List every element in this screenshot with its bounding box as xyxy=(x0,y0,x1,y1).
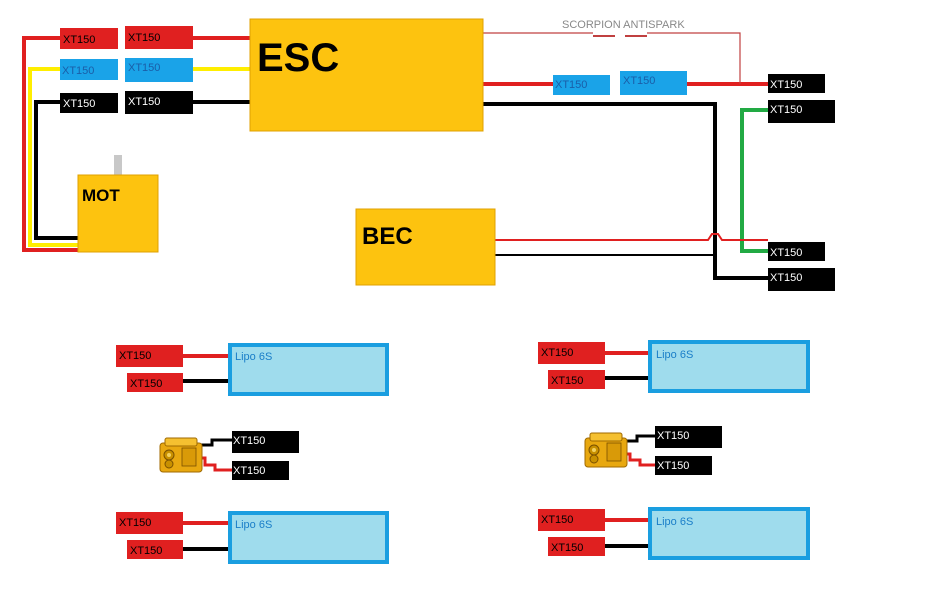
adapter-black-connector-2 xyxy=(232,461,289,480)
lipo-battery-bottom-left: Lipo 6S XT150 XT150 xyxy=(116,511,389,564)
connector-motor-red: XT150 xyxy=(60,28,118,49)
connector-label: XT150 xyxy=(770,104,802,116)
series-adapter-left: XT150 XT150 xyxy=(159,431,299,480)
connector-label: XT150 xyxy=(551,375,583,387)
battery-label: Lipo 6S xyxy=(235,519,272,531)
motor-red-wire xyxy=(22,36,78,252)
motor-yellow-wire xyxy=(28,67,78,247)
connector-esc-blue: XT150 xyxy=(125,58,193,82)
connector-right-2: XT150 xyxy=(768,100,835,123)
esc-label: ESC xyxy=(257,36,339,80)
adapter-black-connector-2 xyxy=(655,456,712,475)
xt150-plug-icon xyxy=(584,432,628,468)
connector-right-1: XT150 xyxy=(768,74,825,93)
connector-right-4: XT150 xyxy=(768,268,835,291)
connector-label: XT150 xyxy=(657,460,689,472)
connector-label: XT150 xyxy=(233,465,265,477)
connector-label: XT150 xyxy=(555,79,587,91)
connector-label: XT150 xyxy=(119,350,151,362)
motor-black-wire xyxy=(34,100,78,240)
battery-label: Lipo 6S xyxy=(656,516,693,528)
adapter-black-connector xyxy=(655,426,722,448)
connector-label: XT150 xyxy=(128,62,160,74)
connector-motor-black: XT150 xyxy=(60,93,118,113)
lipo-battery-top-left: Lipo 6S XT150 XT150 xyxy=(116,343,389,396)
battery-red-connector xyxy=(116,512,183,534)
connector-label: XT150 xyxy=(63,34,95,46)
battery-label: Lipo 6S xyxy=(235,351,272,363)
battery-label: Lipo 6S xyxy=(656,349,693,361)
xt150-plug-icon xyxy=(159,437,203,473)
connector-label: XT150 xyxy=(657,430,689,442)
antispark-label: SCORPION ANTISPARK xyxy=(562,19,685,31)
bec-block: BEC xyxy=(355,208,496,286)
green-bridge-wire xyxy=(740,108,768,253)
motor-block: MOT xyxy=(77,174,159,253)
bec-label: BEC xyxy=(362,223,413,250)
lipo-battery-bottom-right: Lipo 6S XT150 XT150 xyxy=(538,507,810,560)
battery-black-connector xyxy=(127,540,183,559)
connector-label: XT150 xyxy=(130,378,162,390)
connector-label: XT150 xyxy=(551,542,583,554)
connector-antispark-blue: XT150 xyxy=(620,71,687,95)
series-adapter-right: XT150 XT150 xyxy=(584,426,722,475)
battery-red-connector xyxy=(538,342,605,364)
connector-label: XT150 xyxy=(62,65,94,77)
connector-label: XT150 xyxy=(623,75,655,87)
connector-motor-blue: XT150 xyxy=(60,59,118,80)
connector-label: XT150 xyxy=(770,79,802,91)
battery-red-connector xyxy=(538,509,605,531)
battery-black-connector xyxy=(548,537,605,556)
connector-label: XT150 xyxy=(119,517,151,529)
connector-label: XT150 xyxy=(130,545,162,557)
esc-black-output-wire xyxy=(483,102,768,280)
antispark-thin-wire-right xyxy=(647,32,741,84)
battery-red-connector xyxy=(116,345,183,367)
motor-shaft xyxy=(114,155,122,175)
connector-esc-black: XT150 xyxy=(125,91,193,114)
connector-label: XT150 xyxy=(770,272,802,284)
esc-block: ESC xyxy=(249,18,484,132)
connector-label: XT150 xyxy=(128,96,160,108)
battery-black-connector xyxy=(548,370,605,389)
lipo-battery-top-right: Lipo 6S XT150 XT150 xyxy=(538,340,810,393)
connector-label: XT150 xyxy=(128,32,160,44)
connector-esc-out-blue: XT150 xyxy=(553,75,610,95)
connector-right-3: XT150 xyxy=(768,242,825,261)
connector-label: XT150 xyxy=(541,347,573,359)
connector-label: XT150 xyxy=(63,98,95,110)
adapter-black-connector xyxy=(232,431,299,453)
connector-label: XT150 xyxy=(770,247,802,259)
motor-label: MOT xyxy=(82,186,120,205)
bec-red-wire xyxy=(495,233,768,241)
connector-esc-red: XT150 xyxy=(125,26,193,49)
connector-label: XT150 xyxy=(233,435,265,447)
connector-label: XT150 xyxy=(541,514,573,526)
battery-black-connector xyxy=(127,373,183,392)
